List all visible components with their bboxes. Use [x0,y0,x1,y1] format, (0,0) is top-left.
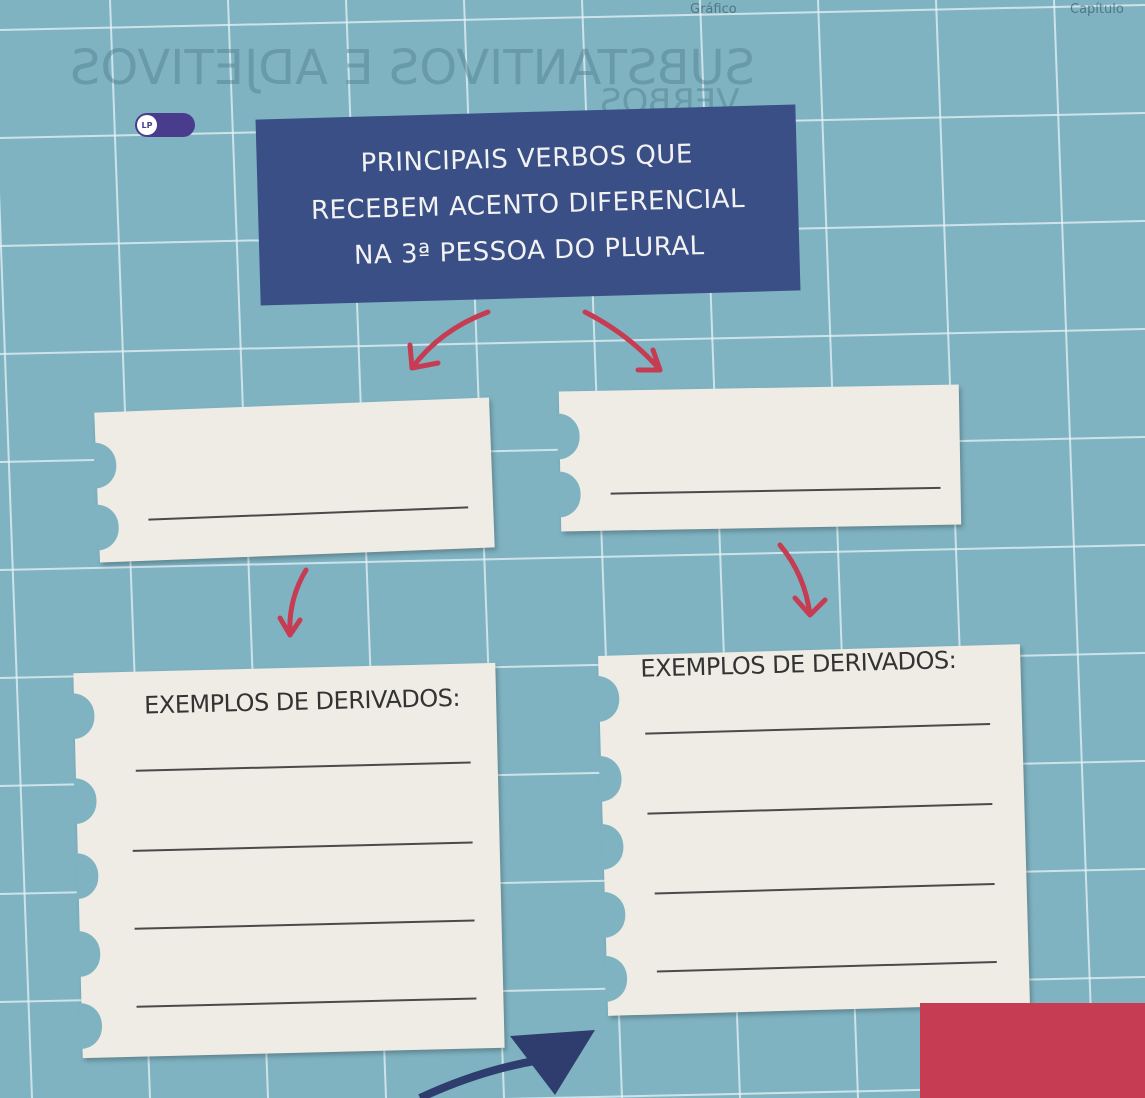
arrow-left-icon [407,309,491,371]
grid-line [1053,0,1095,1098]
lp-toggle[interactable]: LP [135,113,195,137]
grid-line [0,328,1145,355]
header-left-text: Gráfico [690,2,737,17]
lp-toggle-knob: LP [137,115,157,135]
arrow-down-right-icon [777,542,828,618]
grid-line [0,544,1145,571]
arrow-right-icon [582,309,663,373]
grid-line [0,4,1145,31]
red-corner-block [920,1003,1145,1098]
header-right-text: Capítulo [1070,2,1124,17]
arrow-down-left-icon [277,567,309,638]
navy-triangle-icon [510,1030,595,1095]
lp-label: LP [141,120,153,130]
navy-stroke-icon [418,1056,541,1098]
grid-line [0,192,33,1098]
